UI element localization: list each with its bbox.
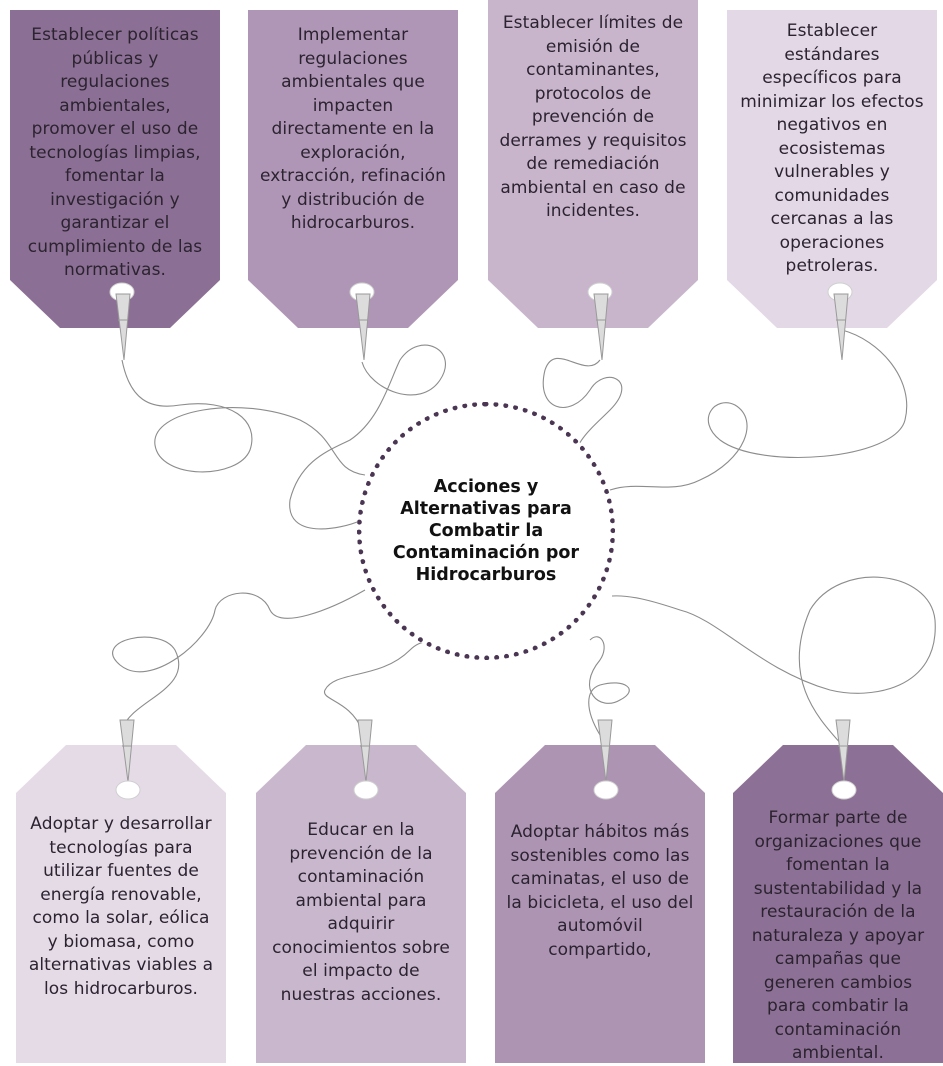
tag-shape	[727, 10, 937, 328]
clothespin-icon	[587, 282, 613, 361]
tag-top-4: Establecer estándares específicos para m…	[727, 10, 937, 328]
tag-shape	[488, 0, 698, 328]
clothespin-icon	[349, 282, 375, 361]
tag-top-3: Establecer límites de emisión de contami…	[488, 0, 698, 328]
tag-top-2: Implementar regulaciones ambientales que…	[248, 10, 458, 328]
tag-shape	[10, 10, 220, 328]
tag-text: Educar en la prevención de la contaminac…	[272, 820, 450, 1005]
clothespin-icon	[593, 719, 619, 800]
tag-bottom-1: Adoptar y desarrollar tecnologías para u…	[16, 745, 226, 1063]
tag-shape	[16, 745, 226, 1063]
tag-text: Adoptar y desarrollar tecnologías para u…	[28, 814, 214, 999]
clothespin-icon	[109, 282, 135, 361]
clothespin-icon	[827, 282, 853, 361]
tag-bottom-2: Educar en la prevención de la contaminac…	[256, 745, 466, 1063]
tag-bottom-4: Formar parte de organizaciones que fomen…	[733, 745, 943, 1063]
tag-text: Establecer límites de emisión de contami…	[499, 13, 687, 221]
tag-shape	[495, 745, 705, 1063]
center-title: Acciones y Alternativas para Combatir la…	[392, 477, 580, 585]
tag-text: Implementar regulaciones ambientales que…	[259, 25, 447, 233]
clothespin-icon	[115, 719, 141, 800]
tag-top-1: Establecer políticas públicas y regulaci…	[10, 10, 220, 328]
center-circle: Acciones y Alternativas para Combatir la…	[357, 402, 615, 660]
tag-text: Establecer políticas públicas y regulaci…	[27, 25, 203, 280]
tag-text: Adoptar hábitos más sostenibles como las…	[506, 822, 694, 960]
tag-bottom-3: Adoptar hábitos más sostenibles como las…	[495, 745, 705, 1063]
tag-text: Establecer estándares específicos para m…	[740, 21, 924, 276]
clothespin-icon	[831, 719, 857, 800]
tag-shape	[256, 745, 466, 1063]
tag-shape	[733, 745, 943, 1063]
clothespin-icon	[353, 719, 379, 800]
tag-text: Formar parte de organizaciones que fomen…	[751, 808, 925, 1063]
tag-shape	[248, 10, 458, 328]
